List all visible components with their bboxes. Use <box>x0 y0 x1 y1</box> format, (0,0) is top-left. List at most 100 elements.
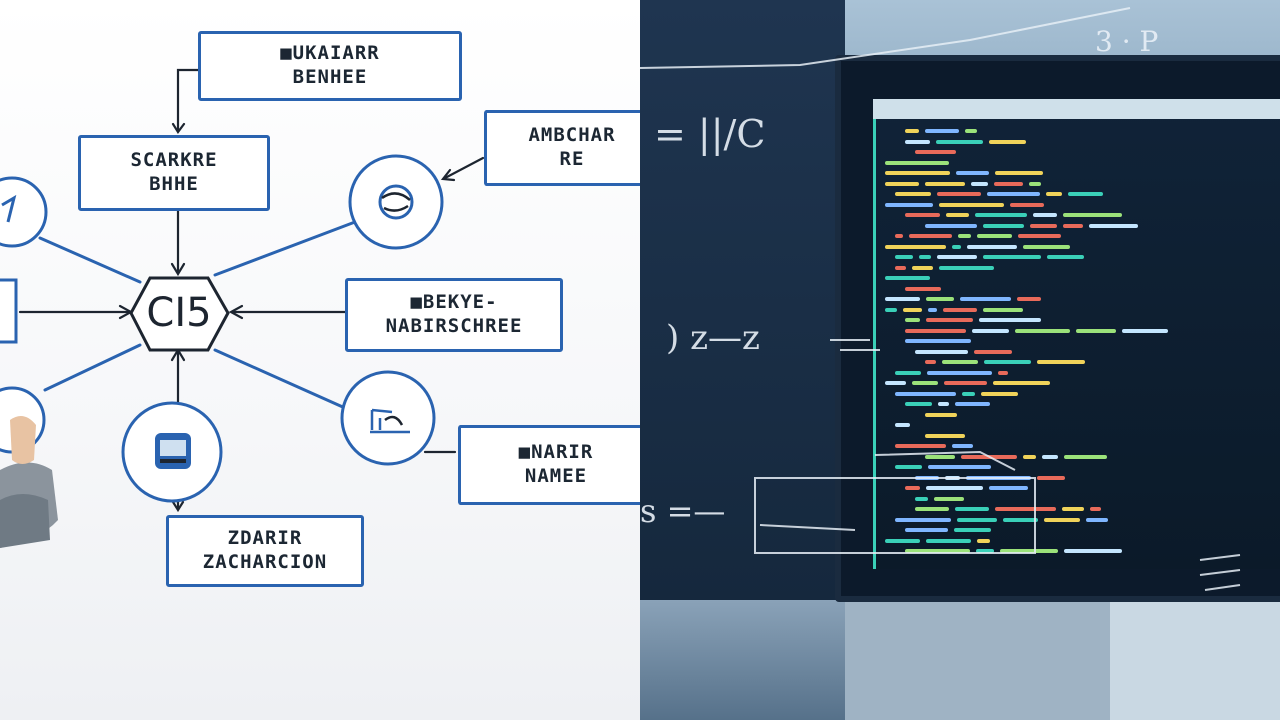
code-line-segment <box>1046 192 1062 196</box>
code-line-segment <box>1089 223 1138 228</box>
code-line-segment <box>915 150 956 154</box>
box-top-line1: ■UKAIARR <box>280 42 380 65</box>
box-upper-left-line1: SCARKRE <box>130 149 218 172</box>
code-line-segment <box>975 213 1027 217</box>
code-line-segment <box>995 507 1056 511</box>
code-line-segment <box>928 307 937 312</box>
code-line-segment <box>885 297 920 301</box>
code-line-segment <box>1062 507 1084 511</box>
code-line-segment <box>915 496 928 501</box>
code-line-segment <box>905 213 940 217</box>
diagram-box-lower-right: ■NARIR NAMEE <box>458 425 640 505</box>
circle-node-topleft <box>0 176 48 248</box>
code-line-segment <box>926 486 983 490</box>
math-annotation-4: 3 · P <box>1095 25 1159 58</box>
code-line-segment <box>895 370 921 375</box>
code-line-segment <box>987 192 1040 196</box>
monitor-stand <box>845 590 1115 720</box>
circle-node-globe <box>348 154 444 250</box>
code-line-segment <box>974 349 1012 354</box>
code-line-segment <box>952 444 973 448</box>
presenter-arm <box>0 416 58 548</box>
code-line-segment <box>905 549 970 553</box>
sketch-rectangle <box>754 477 1036 554</box>
box-upper-left-line2: BHHE <box>149 173 199 195</box>
code-line-segment <box>1042 454 1058 459</box>
box-top-line2: BENHEE <box>292 66 368 88</box>
box-middle-right-line2: NABIRSCHREE <box>385 315 523 337</box>
partial-box-left <box>0 278 18 344</box>
code-line-segment <box>1086 517 1108 522</box>
code-line-segment <box>925 433 965 438</box>
code-line-segment <box>1122 328 1168 333</box>
monitor-frame <box>835 55 1280 602</box>
code-line-segment <box>995 171 1043 175</box>
code-line-segment <box>1064 454 1107 459</box>
code-line-segment <box>895 517 951 522</box>
connector-chart-circle <box>213 348 347 410</box>
code-line-segment <box>994 181 1023 186</box>
code-line-segment <box>885 538 920 543</box>
math-annotation-1: = ||/C <box>654 112 766 156</box>
code-line-segment <box>1063 223 1083 228</box>
code-line-segment <box>905 286 941 291</box>
code-line-segment <box>957 517 997 522</box>
box-upper-right-line2: RE <box>559 148 585 170</box>
monitor-stand-light <box>1110 590 1280 720</box>
code-line-segment <box>1017 297 1041 301</box>
box-lower-right-line2: NAMEE <box>524 465 588 487</box>
code-line-segment <box>1076 328 1116 333</box>
device-icon <box>155 433 191 469</box>
code-line-segment <box>967 244 1017 249</box>
box-upper-right-line1: AMBCHAR <box>528 124 616 147</box>
code-line-segment <box>989 139 1026 144</box>
code-line-segment <box>905 129 919 133</box>
code-line-segment <box>1015 328 1070 333</box>
code-line-segment <box>895 255 913 259</box>
diagram-box-upper-left: SCARKRE BHHE <box>78 135 270 211</box>
code-line-segment <box>905 139 930 144</box>
connector-globe-circle <box>213 220 357 277</box>
whiteboard-panel: ■UKAIARR BENHEE SCARKRE BHHE AMBCHAR RE … <box>0 0 640 720</box>
box-lower-right-line1: ■NARIR <box>518 441 594 464</box>
math-annotation-2: ) z—z <box>666 318 760 358</box>
code-line-segment <box>1037 360 1085 364</box>
code-line-segment <box>962 391 975 396</box>
code-line-segment <box>895 234 903 238</box>
code-line-segment <box>1033 213 1057 217</box>
code-line-segment <box>955 507 989 511</box>
code-line-segment <box>960 297 1011 301</box>
code-line-segment <box>912 265 933 270</box>
code-line-segment <box>939 265 994 270</box>
arrow-upperright-to-globe <box>443 156 485 180</box>
code-line-segment <box>895 423 910 427</box>
code-line-segment <box>919 255 931 259</box>
code-line-segment <box>983 255 1041 259</box>
code-line-segment <box>954 528 991 532</box>
box-middle-right-line1: ■BEKYE- <box>410 291 498 314</box>
code-line-segment <box>943 307 977 312</box>
code-line-segment <box>1047 255 1084 259</box>
code-line-segment <box>1018 234 1061 238</box>
code-line-segment <box>1044 517 1080 522</box>
code-line-segment <box>928 465 991 469</box>
connector-topleft-circle <box>38 236 142 284</box>
code-line-segment <box>909 234 952 238</box>
code-line-segment <box>972 328 1009 333</box>
code-line-segment <box>983 307 1023 312</box>
code-line-segment <box>984 360 1031 364</box>
code-line-segment <box>912 381 938 385</box>
diagram-box-top: ■UKAIARR BENHEE <box>198 31 462 101</box>
code-line-segment <box>905 486 920 490</box>
code-line-segment <box>1063 213 1122 217</box>
code-line-segment <box>1090 507 1101 511</box>
computer-scene-panel: = ||/C ) z—z s =— 3 · P <box>640 0 1280 720</box>
code-line-segment <box>905 318 920 322</box>
code-line-segment <box>946 213 969 217</box>
code-line-segment <box>944 381 987 385</box>
diagram-box-bottom: ZDARIR ZACHARCION <box>166 515 364 587</box>
math-annotation-3: s =— <box>640 492 726 530</box>
diagram-box-middle-right: ■BEKYE- NABIRSCHREE <box>345 278 563 352</box>
code-line-segment <box>993 381 1050 385</box>
code-line-segment <box>925 223 977 228</box>
